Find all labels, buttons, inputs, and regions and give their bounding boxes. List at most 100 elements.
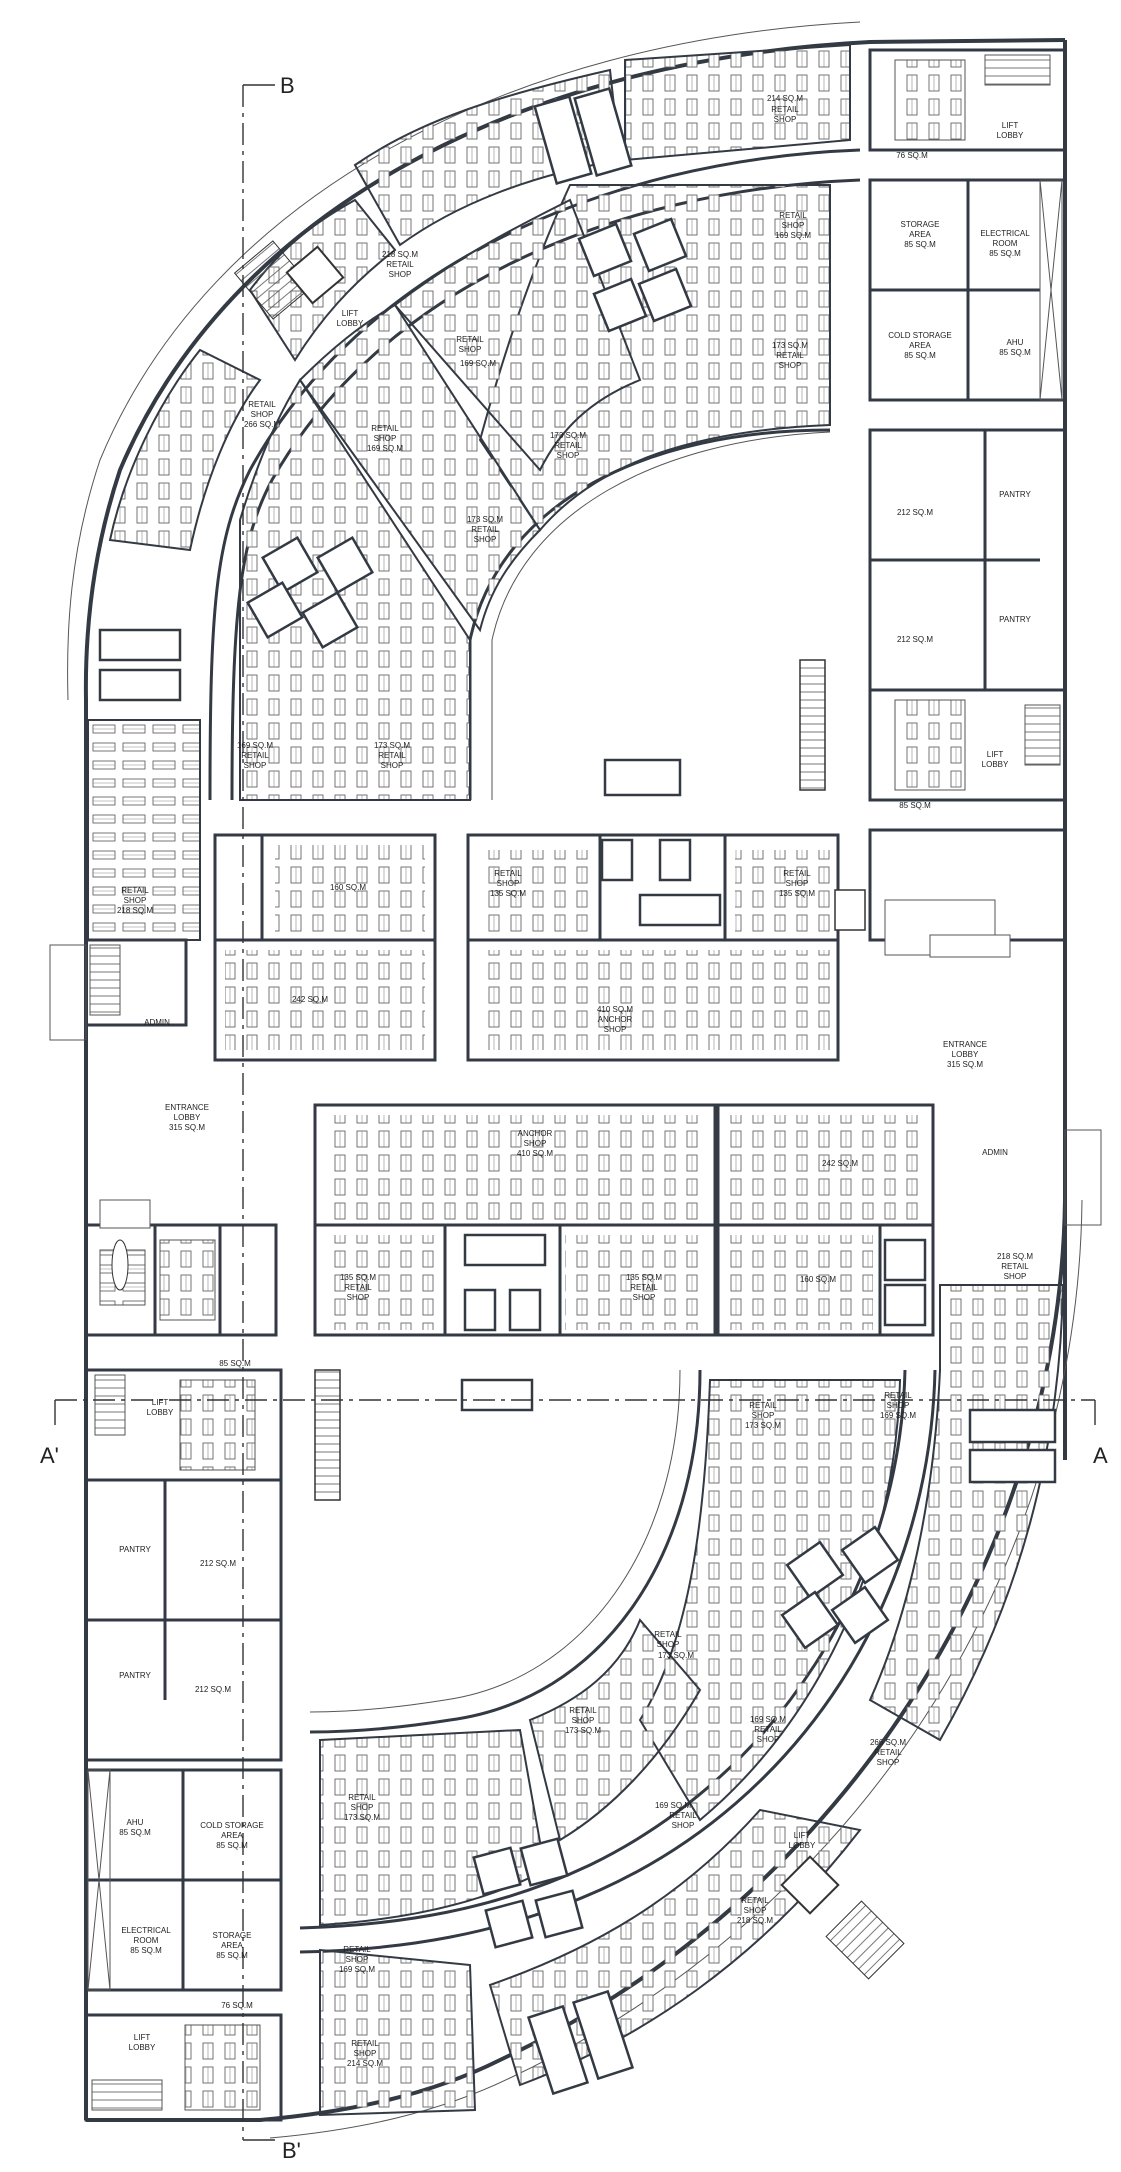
label-ahu-top-2: 85 SQ.M: [999, 348, 1031, 357]
label-retail-173h-1: RETAIL: [348, 1793, 376, 1802]
label-retail-169f-1: RETAIL: [754, 1725, 782, 1734]
label-entrance-right-3: 315 SQ.M: [947, 1060, 983, 1069]
label-212-bottom-1: 212 SQ.M: [200, 1559, 236, 1568]
label-retail-169d-1: RETAIL: [241, 751, 269, 760]
label-cold-bottom-3: 85 SQ.M: [216, 1841, 248, 1850]
label-retail-169a-1: RETAIL: [779, 211, 807, 220]
label-retail-169c-1: RETAIL: [371, 424, 399, 433]
label-242b: 242 SQ.M: [822, 1159, 858, 1168]
label-lift-arc-b-2: LOBBY: [789, 1841, 816, 1850]
label-retail-169g-2: SHOP: [672, 1821, 695, 1830]
label-169a: 169 SQ.M: [775, 231, 811, 240]
label-76-bottom: 76 SQ.M: [221, 2001, 253, 2010]
label-retail-169a-2: SHOP: [782, 221, 805, 230]
label-lift-top-2: LOBBY: [997, 131, 1024, 140]
label-cold-1: COLD STORAGE: [888, 331, 951, 340]
room-labels: LIFT LOBBY 76 SQ.M STORAGE AREA 85 SQ.M …: [117, 94, 1033, 2068]
upper-displays: [98, 87, 693, 702]
label-retail-173d-1: RETAIL: [378, 751, 406, 760]
label-169g: 169 SQ.M: [655, 1801, 691, 1810]
label-retail-266b-2: SHOP: [877, 1758, 900, 1767]
label-retail-218b-2: SHOP: [124, 896, 147, 905]
label-retail-173a-1: RETAIL: [776, 351, 804, 360]
label-retail-135b-1: RETAIL: [783, 869, 811, 878]
label-retail-173e-1: RETAIL: [749, 1401, 777, 1410]
label-entrance-right-1: ENTRANCE: [943, 1040, 987, 1049]
label-pantry-top-2: PANTRY: [999, 615, 1031, 624]
label-cold-2: AREA: [909, 341, 931, 350]
label-218c: 218 SQ.M: [997, 1252, 1033, 1261]
label-retail-173c-2: SHOP: [474, 535, 497, 544]
label-elec-bottom-3: 85 SQ.M: [130, 1946, 162, 1955]
label-elec-2: ROOM: [993, 239, 1018, 248]
label-retail-173b-2: SHOP: [557, 451, 580, 460]
label-173a: 173 SQ.M: [772, 341, 808, 350]
label-anchor-a-1: ANCHOR: [598, 1015, 633, 1024]
label-anchor-b-2: SHOP: [524, 1139, 547, 1148]
label-135a: 135 SQ.M: [490, 889, 526, 898]
label-173h: 173 SQ.M: [344, 1813, 380, 1822]
label-retail-218c-1: RETAIL: [1001, 1262, 1029, 1271]
label-retail-218c-2: SHOP: [1004, 1272, 1027, 1281]
label-173g: 173 SQ.M: [565, 1726, 601, 1735]
label-retail-169e-2: SHOP: [887, 1401, 910, 1410]
label-retail-169e-1: RETAIL: [884, 1391, 912, 1400]
label-anchor-b-1: ANCHOR: [518, 1129, 553, 1138]
label-entrance-left-3: 315 SQ.M: [169, 1123, 205, 1132]
label-retail-218-2: SHOP: [389, 270, 412, 279]
label-retail-135c-2: SHOP: [347, 1293, 370, 1302]
section-lines: [54, 84, 1096, 2141]
label-retail-214b-1: RETAIL: [351, 2039, 379, 2048]
label-ahu-top-1: AHU: [1007, 338, 1024, 347]
label-retail-218-1: RETAIL: [386, 260, 414, 269]
entrance-lobby-left: [84, 1040, 151, 1291]
label-cold-3: 85 SQ.M: [904, 351, 936, 360]
label-173e: 173 SQ.M: [745, 1421, 781, 1430]
lower-displays: [472, 1408, 1057, 2096]
label-storage-2: AREA: [909, 230, 931, 239]
label-retail-214-2: SHOP: [774, 115, 797, 124]
label-retail-218d-2: SHOP: [744, 1906, 767, 1915]
label-lift-mid-1: LIFT: [987, 750, 1004, 759]
label-266-top: 266 SQ.M: [244, 420, 280, 429]
label-retail-173a-2: SHOP: [779, 361, 802, 370]
central-shops-lower: [313, 1103, 935, 1337]
label-212-top-2: 212 SQ.M: [897, 635, 933, 644]
section-markers: B B' A' A: [40, 73, 1108, 2163]
label-retail-266-2: SHOP: [251, 410, 274, 419]
label-retail-266-1: RETAIL: [248, 400, 276, 409]
label-pantry-bottom-1: PANTRY: [119, 1545, 151, 1554]
label-212-top-1: 212 SQ.M: [897, 508, 933, 517]
label-admin-right: ADMIN: [982, 1148, 1008, 1157]
label-retail-169b-2: SHOP: [459, 345, 482, 354]
label-218-top: 218 SQ.M: [382, 250, 418, 259]
label-lift-left-1: LIFT: [152, 1398, 169, 1407]
label-retail-169f-2: SHOP: [757, 1735, 780, 1744]
label-242a: 242 SQ.M: [292, 995, 328, 1004]
label-cold-bottom-1: COLD STORAGE: [200, 1821, 263, 1830]
label-storage-bottom-3: 85 SQ.M: [216, 1951, 248, 1960]
label-173c: 173 SQ.M: [467, 515, 503, 524]
label-410a: 410 SQ.M: [597, 1005, 633, 1014]
label-retail-173g-1: RETAIL: [569, 1706, 597, 1715]
label-173d: 173 SQ.M: [374, 741, 410, 750]
label-retail-169b-1: RETAIL: [456, 335, 484, 344]
label-retail-135c-1: RETAIL: [344, 1283, 372, 1292]
arc-cores: [49, 240, 1102, 1980]
label-retail-173c-1: RETAIL: [471, 525, 499, 534]
label-169d: 169 SQ.M: [237, 741, 273, 750]
label-169f: 169 SQ.M: [750, 1715, 786, 1724]
section-a-right: A: [1093, 1443, 1108, 1468]
label-anchor-a-2: SHOP: [604, 1025, 627, 1034]
lower-arc-shops: [319, 1284, 1065, 2117]
label-retail-218d-1: RETAIL: [741, 1896, 769, 1905]
label-410b: 410 SQ.M: [517, 1149, 553, 1158]
upper-arc-shops: [87, 43, 851, 941]
label-retail-173h-2: SHOP: [351, 1803, 374, 1812]
label-266-bottom: 266 SQ.M: [870, 1738, 906, 1747]
label-entrance-right-2: LOBBY: [952, 1050, 979, 1059]
label-135c: 135 SQ.M: [340, 1273, 376, 1282]
label-160b: 160 SQ.M: [800, 1275, 836, 1284]
label-retail-169h-2: SHOP: [346, 1955, 369, 1964]
